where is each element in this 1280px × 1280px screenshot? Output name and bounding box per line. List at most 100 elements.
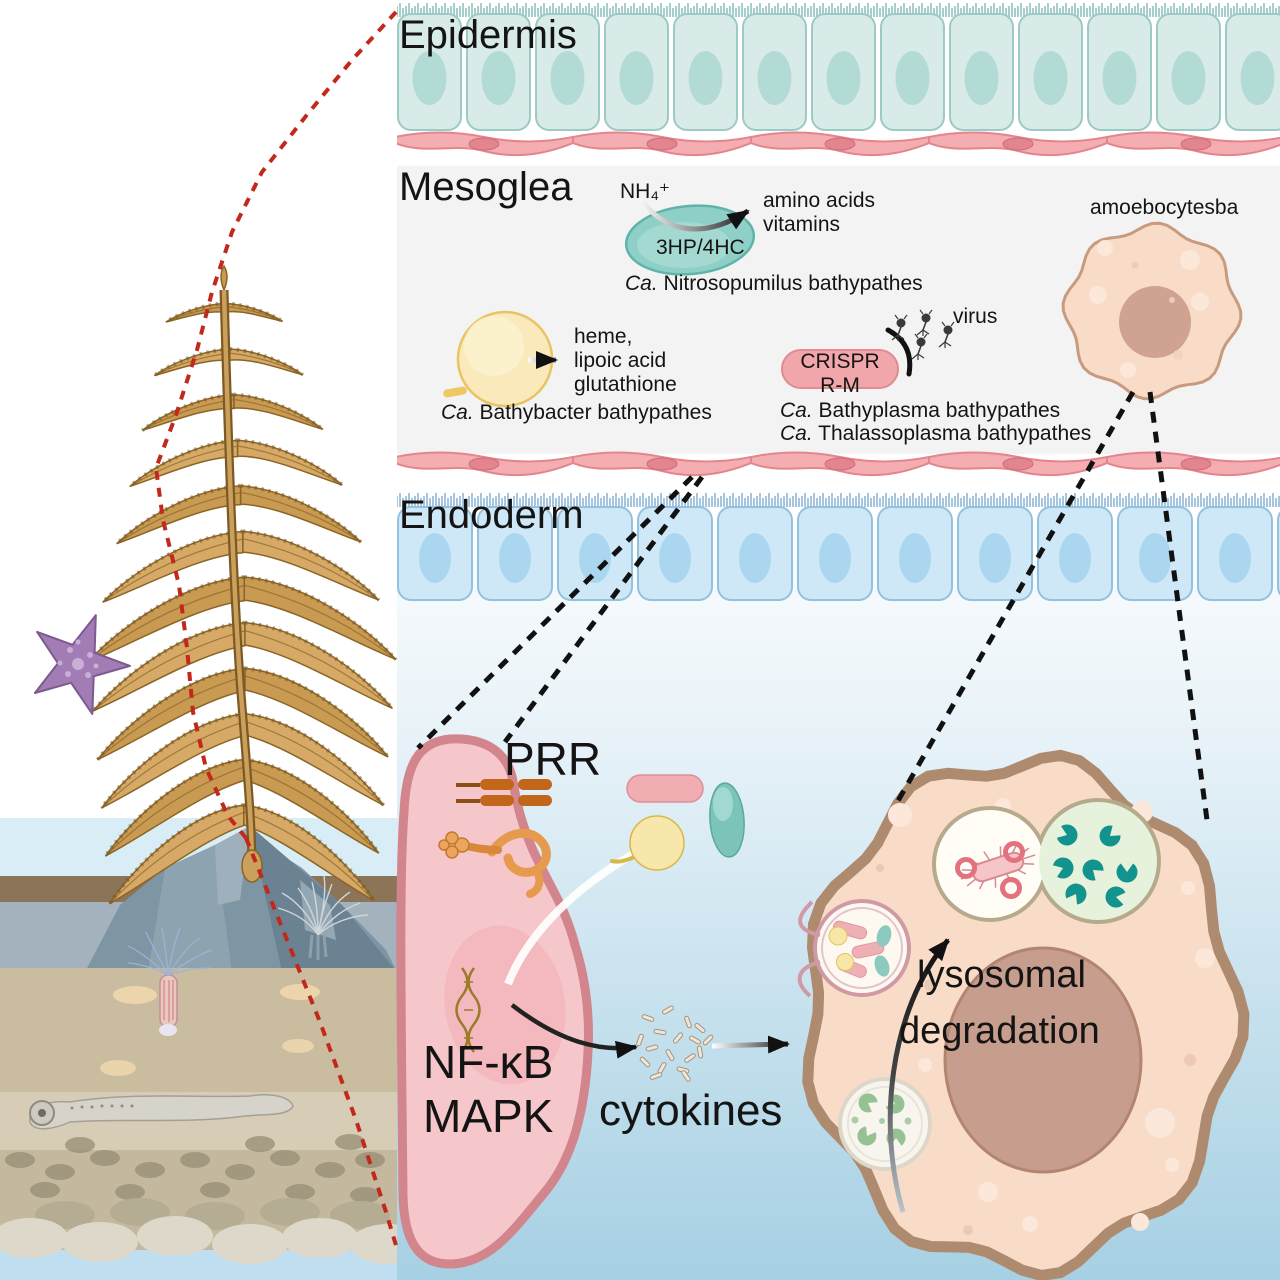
- cytokine-icon: [665, 1049, 675, 1061]
- species-prefix: Ca.: [780, 422, 813, 445]
- mollicute-species-label-1: Ca. Bathyplasma bathypathes: [780, 399, 1060, 423]
- rock-anemone: [277, 875, 369, 960]
- crispr-label: CRISPR: [800, 350, 880, 373]
- sea-pen-frond: [244, 667, 389, 758]
- cytokines-label: cytokines: [599, 1086, 783, 1135]
- species-prefix: Ca.: [441, 401, 474, 424]
- amoebocyte-small: [1061, 221, 1243, 401]
- species-name: Bathyplasma bathypathes: [812, 399, 1061, 422]
- sediment-upper: [0, 968, 397, 1092]
- starfish: [33, 614, 131, 715]
- pebbles: [0, 1134, 397, 1264]
- species-prefix: Ca.: [780, 399, 813, 422]
- prr-label: PRR: [504, 733, 602, 785]
- lysosome: [838, 1077, 932, 1171]
- bacterium-species-label: Ca. Bathybacter bathypathes: [441, 401, 712, 425]
- lysosomal-degradation-arrow: [887, 938, 950, 1213]
- enzyme-icon: [1105, 886, 1126, 908]
- bacterium-product-1: heme,: [574, 325, 633, 348]
- cytokine-icon: [645, 1044, 659, 1052]
- species-name: Nitrosopumilus bathypathes: [657, 272, 923, 295]
- cytokine-icon: [684, 1015, 692, 1029]
- immune-epithelial-cell: [396, 734, 650, 1269]
- archaeon-cell: [624, 196, 756, 276]
- endoderm-cells: [395, 506, 1280, 603]
- archaeon-product-1: amino acids: [763, 189, 876, 212]
- cytokine-icon: [696, 1045, 704, 1059]
- cytokine-icon: [636, 1033, 644, 1047]
- cytokine-icon: [672, 1032, 684, 1044]
- eel: [29, 1094, 294, 1130]
- virus-phage-icons: [891, 309, 955, 360]
- mapk-label: MAPK: [423, 1090, 554, 1142]
- enzyme-icon: [1056, 824, 1078, 846]
- enzyme-icon: [1065, 883, 1087, 905]
- cytokine-icon: [653, 1028, 667, 1036]
- cytokines-to-amoebocyte-arrow: [711, 1035, 790, 1054]
- phage-icon: [916, 309, 933, 336]
- defense-shield-arc: [885, 327, 913, 377]
- bacterium-cell: [443, 310, 558, 408]
- cytokine-icon: [641, 1014, 655, 1022]
- zoom-dashed-lines-black: [416, 390, 1210, 821]
- amoebocyte-layer-bottom: [395, 449, 1280, 491]
- microbe-trio: [610, 774, 745, 871]
- cytokine-icon: [681, 1070, 691, 1082]
- species-prefix: Ca.: [625, 272, 658, 295]
- mollicute-defense-label: CRISPR R-M: [782, 350, 898, 398]
- enzyme-icon: [858, 1093, 878, 1113]
- amoebocyte-layer-top: [395, 127, 1280, 167]
- epidermis-label: Epidermis: [399, 13, 577, 57]
- virus-label: virus: [953, 305, 998, 328]
- archaeon-cycle-label: 3HP/4HC: [656, 236, 745, 259]
- digestion-vacuole: [932, 798, 1161, 924]
- archaeon-product-2: vitamins: [763, 213, 841, 236]
- sea-pen-frond: [104, 758, 245, 857]
- cell-nucleus: [444, 925, 566, 1085]
- zoom-dashed-line-red: [154, 10, 400, 1253]
- amoebocyte-label: amoebocytesba: [1090, 196, 1239, 219]
- species-name: Thalassoplasma bathypathes: [812, 422, 1092, 445]
- seafloor-scene: [0, 0, 397, 1280]
- enzyme-icon: [1116, 863, 1138, 883]
- cytokine-icon: [639, 1056, 651, 1068]
- prr-receptor-icons: [438, 779, 552, 898]
- mollicute-cell: [781, 309, 955, 389]
- epidermis-cells: [395, 12, 1280, 132]
- phagocytic-cup: [797, 899, 911, 998]
- burrowing-anemone: [127, 927, 213, 1036]
- cytokine-icon: [694, 1022, 706, 1034]
- cytokine-icon: [662, 1005, 674, 1015]
- amoebocyte-small-nucleus: [1119, 286, 1191, 358]
- cytokine-molecules: [636, 1005, 714, 1082]
- ammonia-to-products-arrow: [637, 196, 750, 232]
- microbe-yellow-coccus: [629, 815, 685, 871]
- endoderm-label: Endoderm: [399, 493, 584, 537]
- phage-icon: [911, 333, 928, 360]
- endoderm-cilia: [395, 492, 1280, 507]
- cytokine-icon: [649, 1072, 663, 1080]
- cytokine-icon: [684, 1053, 696, 1063]
- enzyme-icon: [1082, 859, 1104, 881]
- enzyme-icon: [1052, 857, 1074, 879]
- bacterium-tail: [443, 386, 467, 398]
- ammonia-label: NH₄⁺: [620, 180, 670, 203]
- phage-icon: [891, 314, 908, 341]
- species-name: Bathybacter bathypathes: [473, 401, 712, 424]
- dna-icon: [455, 967, 481, 1053]
- mesoglea-label: Mesoglea: [399, 165, 573, 209]
- cytokine-icon: [689, 1035, 701, 1045]
- bacterium-product-2: lipoic acid: [574, 349, 667, 372]
- microbe-pink-rod: [626, 774, 704, 803]
- enzyme-icon: [857, 1126, 877, 1146]
- archaeon-species-label: Ca. Nitrosopumilus bathypathes: [625, 272, 923, 296]
- signaling-arrow: [510, 1003, 638, 1059]
- amoebocyte-large: [797, 749, 1250, 1280]
- amoebocyte-nucleus: [943, 946, 1143, 1174]
- mollicute-species-label-2: Ca. Thalassoplasma bathypathes: [780, 422, 1091, 446]
- enzyme-icon: [1099, 825, 1121, 847]
- phage-icon: [938, 321, 955, 348]
- sea-pen: [86, 264, 397, 905]
